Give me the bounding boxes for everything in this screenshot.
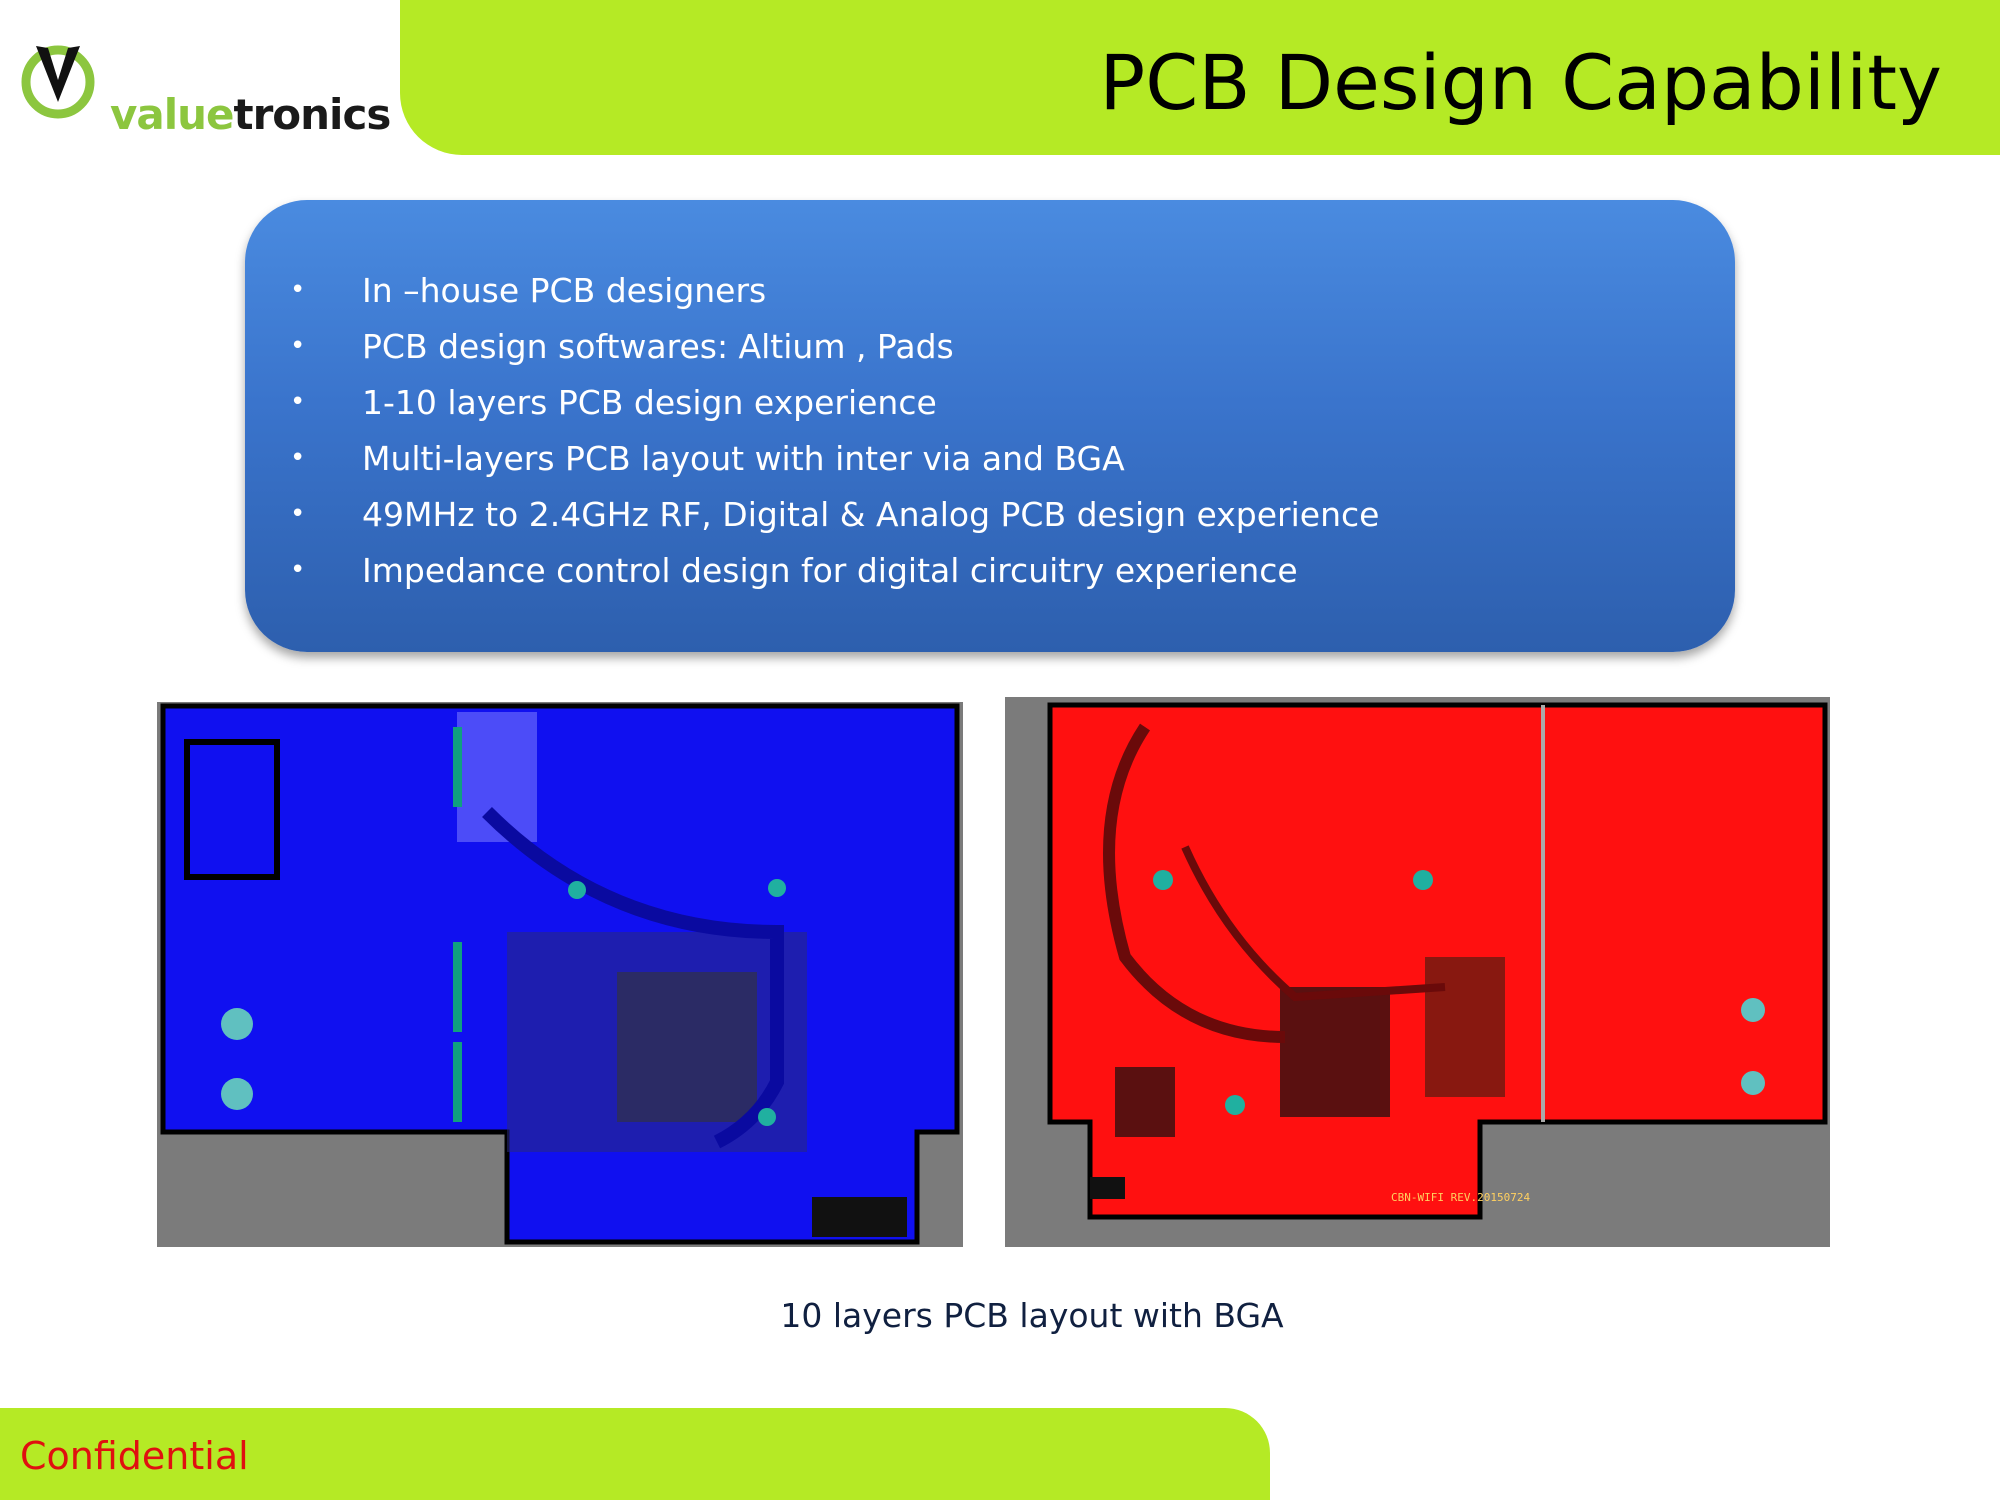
board-revision-label: CBN-WIFI REV.20150724 (1391, 1191, 1530, 1204)
logo-text-tronics: tronics (233, 90, 392, 139)
bullet-icon: • (290, 499, 306, 529)
logo-wordmark: valuetronics (110, 90, 392, 139)
capability-text: 1-10 layers PCB design experience (362, 382, 937, 422)
capability-text: 49MHz to 2.4GHz RF, Digital & Analog PCB… (362, 494, 1380, 534)
capability-item: • PCB design softwares: Altium , Pads (285, 318, 1379, 374)
pcb-image-blue-layer (157, 702, 963, 1247)
capability-text: Multi-layers PCB layout with inter via a… (362, 438, 1125, 478)
bullet-icon: • (290, 555, 306, 585)
capability-item: • 1-10 layers PCB design experience (285, 374, 1379, 430)
bullet-icon: • (290, 387, 306, 417)
logo-text-value: value (110, 90, 235, 139)
confidential-label: Confidential (20, 1434, 249, 1478)
footer-banner: Confidential (0, 1408, 1270, 1500)
header-banner: PCB Design Capability (400, 0, 2000, 155)
capabilities-box: • In –house PCB designers • PCB design soft… (245, 200, 1735, 652)
valuetronics-logo: valuetronics (20, 40, 391, 140)
capability-text: PCB design softwares: Altium , Pads (362, 326, 954, 366)
bullet-icon: • (290, 443, 306, 473)
image-caption: 10 layers PCB layout with BGA (780, 1296, 1284, 1335)
capability-item: • 49MHz to 2.4GHz RF, Digital & Analog PC… (285, 486, 1379, 542)
logo-v-icon (21, 45, 95, 119)
bullet-icon: • (290, 275, 306, 305)
capability-item: • Impedance control design for digital ci… (285, 542, 1379, 598)
capabilities-list: • In –house PCB designers • PCB design soft… (285, 262, 1379, 598)
pcb-image-red-layer: CBN-WIFI REV.20150724 (1005, 697, 1830, 1247)
capability-text: In –house PCB designers (362, 270, 767, 310)
capability-text: Impedance control design for digital cir… (362, 550, 1298, 590)
capability-item: • Multi-layers PCB layout with inter via … (285, 430, 1379, 486)
capability-item: • In –house PCB designers (285, 262, 1379, 318)
bullet-icon: • (290, 331, 306, 361)
page-title: PCB Design Capability (1099, 38, 1942, 127)
